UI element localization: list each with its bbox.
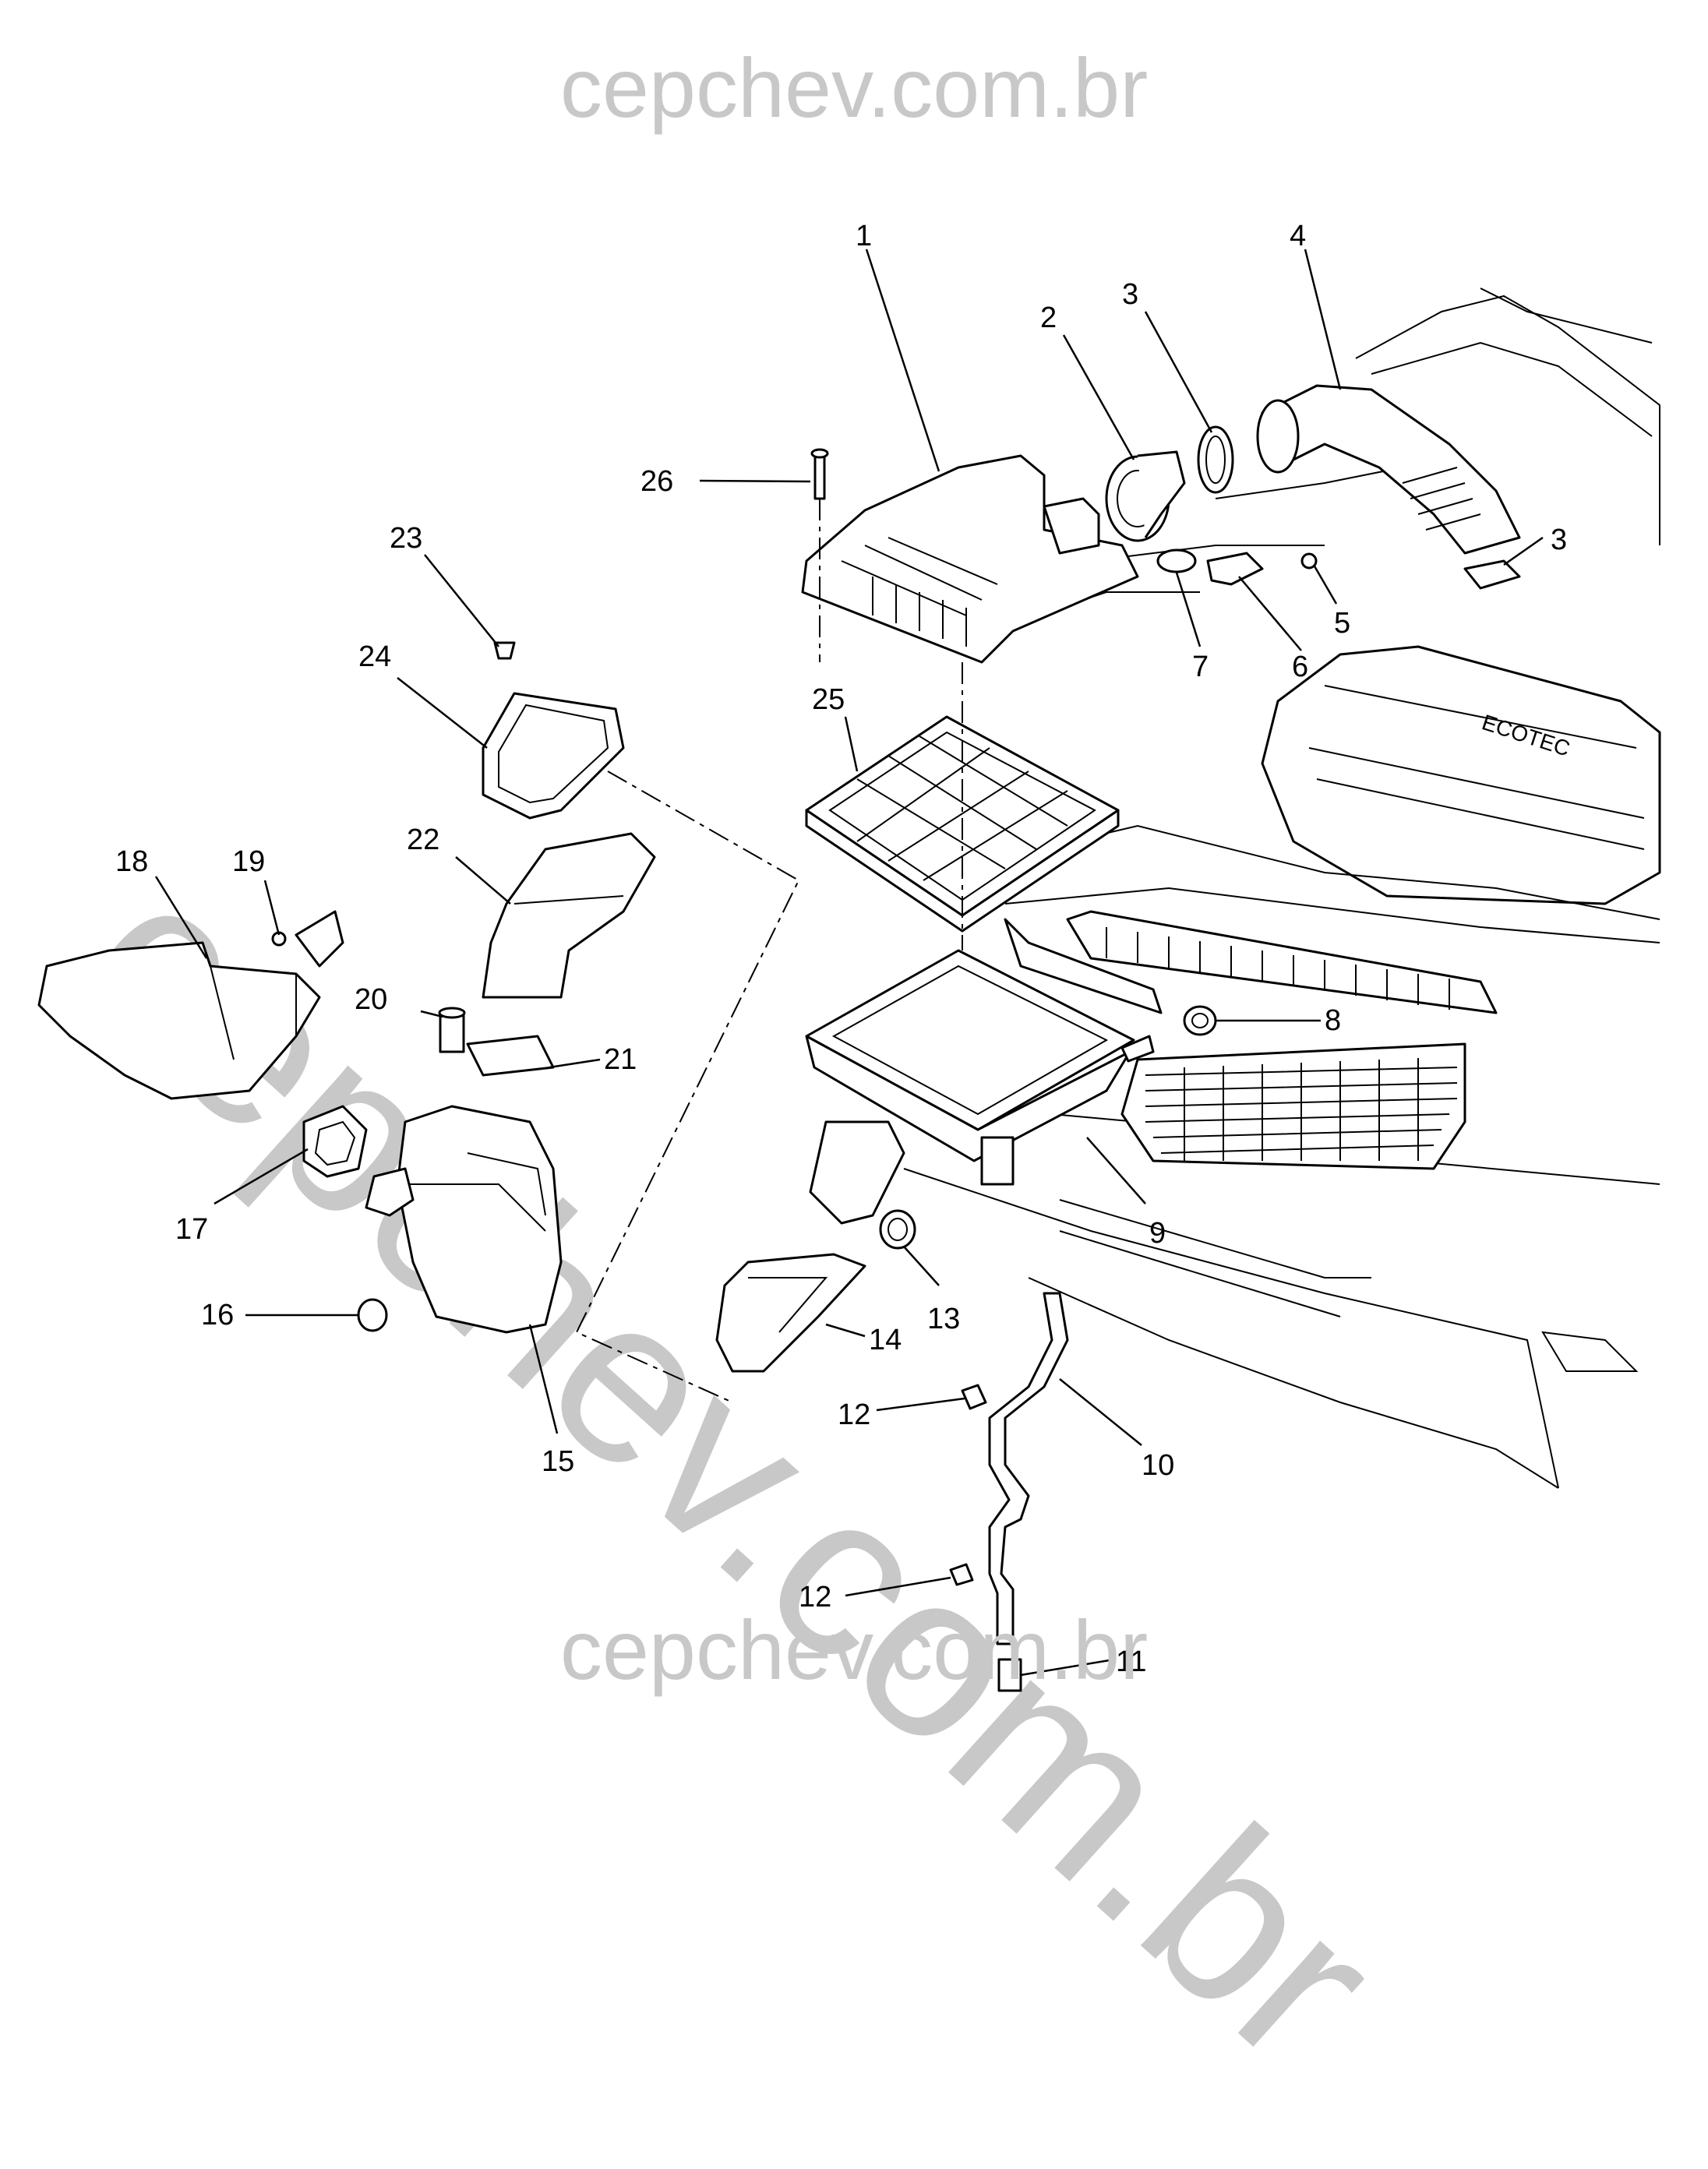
callout-2: 2 bbox=[1040, 302, 1057, 334]
callout-11: 11 bbox=[1116, 1645, 1146, 1678]
part-12-clamp-upper bbox=[961, 1384, 987, 1410]
callout-6: 6 bbox=[1292, 651, 1308, 683]
callout-16: 16 bbox=[201, 1299, 234, 1331]
part-17-seal bbox=[302, 1105, 368, 1178]
part-5-bolt bbox=[1300, 552, 1318, 570]
part-22-duct bbox=[482, 832, 656, 999]
callout-3: 3 bbox=[1122, 278, 1138, 311]
callout-4: 4 bbox=[1290, 220, 1306, 252]
part-18-snorkel bbox=[37, 941, 321, 1100]
part-12-clamp-lower bbox=[949, 1563, 974, 1586]
callout-15: 15 bbox=[542, 1445, 574, 1478]
part-9-lower-housing bbox=[805, 949, 1155, 1225]
part-21-seal bbox=[466, 1035, 555, 1077]
part-16-grommet bbox=[357, 1298, 388, 1332]
callout-18: 18 bbox=[115, 845, 148, 878]
callout-12-lower: 12 bbox=[799, 1581, 831, 1614]
part-8-grommet bbox=[1183, 1005, 1217, 1036]
callout-8: 8 bbox=[1325, 1004, 1341, 1037]
part-19-bracket bbox=[271, 910, 344, 968]
leader-lines bbox=[154, 249, 1544, 1677]
callout-12-upper: 12 bbox=[838, 1398, 870, 1431]
part-14-inlet-duct bbox=[715, 1253, 866, 1373]
callout-22: 22 bbox=[407, 824, 439, 856]
watermark-top: cepchev.com.br bbox=[559, 41, 1149, 135]
callout-21: 21 bbox=[604, 1043, 637, 1076]
upper-grille-mesh bbox=[1106, 927, 1450, 1010]
part-20-valve bbox=[438, 1007, 466, 1053]
callout-23: 23 bbox=[390, 522, 422, 555]
part-26-bolt bbox=[810, 448, 829, 500]
callout-24: 24 bbox=[358, 640, 391, 673]
watermark-bottom: cepchev.com.br bbox=[559, 1603, 1149, 1697]
part-1-upper-housing bbox=[801, 454, 1139, 664]
part-4-outlet-duct bbox=[1256, 384, 1521, 555]
part-7-seal bbox=[1156, 548, 1197, 573]
diagram-canvas: ECOTEC bbox=[37, 220, 1661, 1692]
callout-20: 20 bbox=[355, 983, 387, 1016]
part-13-grommet bbox=[879, 1209, 916, 1250]
part-11-valve bbox=[997, 1658, 1022, 1692]
callout-labels: 1 2 3 4 3 5 7 6 26 23 24 25 22 18 19 20 … bbox=[115, 220, 1567, 1678]
callout-14: 14 bbox=[869, 1324, 902, 1356]
callout-1: 1 bbox=[856, 220, 872, 252]
callout-19: 19 bbox=[232, 845, 265, 878]
callout-3-lower: 3 bbox=[1551, 524, 1567, 556]
part-6-sensor bbox=[1206, 552, 1264, 586]
callout-25: 25 bbox=[812, 683, 845, 716]
part-2-sensor bbox=[1105, 450, 1186, 542]
part-24-gasket bbox=[482, 692, 625, 820]
callout-7: 7 bbox=[1192, 651, 1209, 683]
vehicle-front-end: ECOTEC bbox=[903, 287, 1661, 1489]
callout-13: 13 bbox=[927, 1303, 960, 1335]
callout-9: 9 bbox=[1149, 1217, 1166, 1250]
alignment-path bbox=[575, 771, 800, 1403]
part-23-pushpin bbox=[493, 641, 516, 660]
part-3-clamp-lower bbox=[1463, 559, 1521, 590]
part-3-clamp bbox=[1197, 425, 1234, 494]
part-10-hose bbox=[988, 1292, 1069, 1645]
callout-10: 10 bbox=[1142, 1449, 1174, 1482]
callout-17: 17 bbox=[175, 1213, 208, 1246]
callout-26: 26 bbox=[640, 465, 673, 498]
part-15-resonator bbox=[365, 1105, 563, 1334]
lower-grille-mesh bbox=[1145, 1058, 1458, 1161]
exploded-parts-diagram: cepchev.com.br cepchev.com.br ECOTEC bbox=[37, 41, 1661, 2111]
callout-5: 5 bbox=[1334, 607, 1350, 640]
